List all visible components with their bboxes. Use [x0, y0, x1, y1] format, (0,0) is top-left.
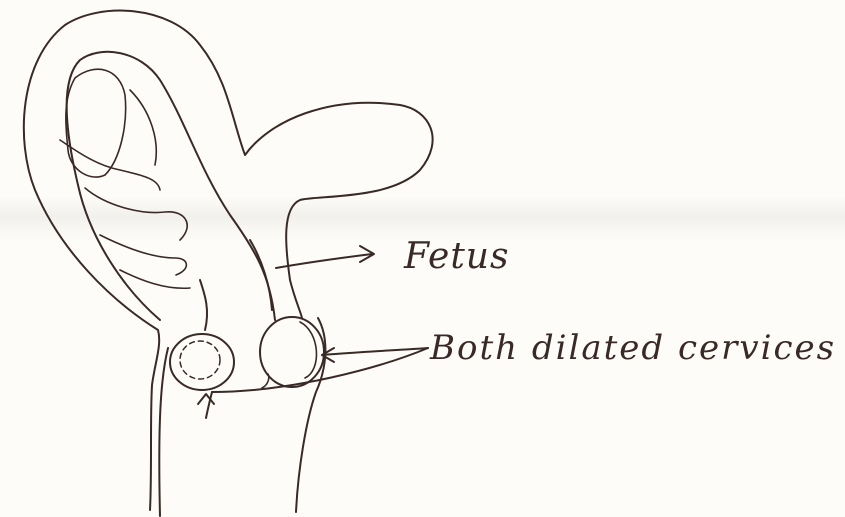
fetus-label: Fetus [404, 236, 509, 277]
right-cervix [260, 317, 324, 387]
uterus-outer-wall [24, 11, 433, 510]
vagina-left-wall [159, 348, 168, 516]
left-horn-neck [200, 280, 207, 330]
left-cervix-inner [180, 341, 220, 379]
right-cervix-inner [300, 322, 316, 378]
cervices-label: Both dilated cervices [430, 328, 836, 368]
fetus-limb-upper [60, 140, 160, 190]
fetus-outline [66, 69, 126, 177]
uterus-inner-wall [67, 52, 275, 320]
fetus-limb-mid [85, 188, 187, 240]
fetus-limb-lower [100, 235, 186, 275]
vagina-right-wall [296, 318, 325, 512]
fetus-head-curl [130, 90, 156, 165]
fetus-arrow [276, 254, 372, 268]
